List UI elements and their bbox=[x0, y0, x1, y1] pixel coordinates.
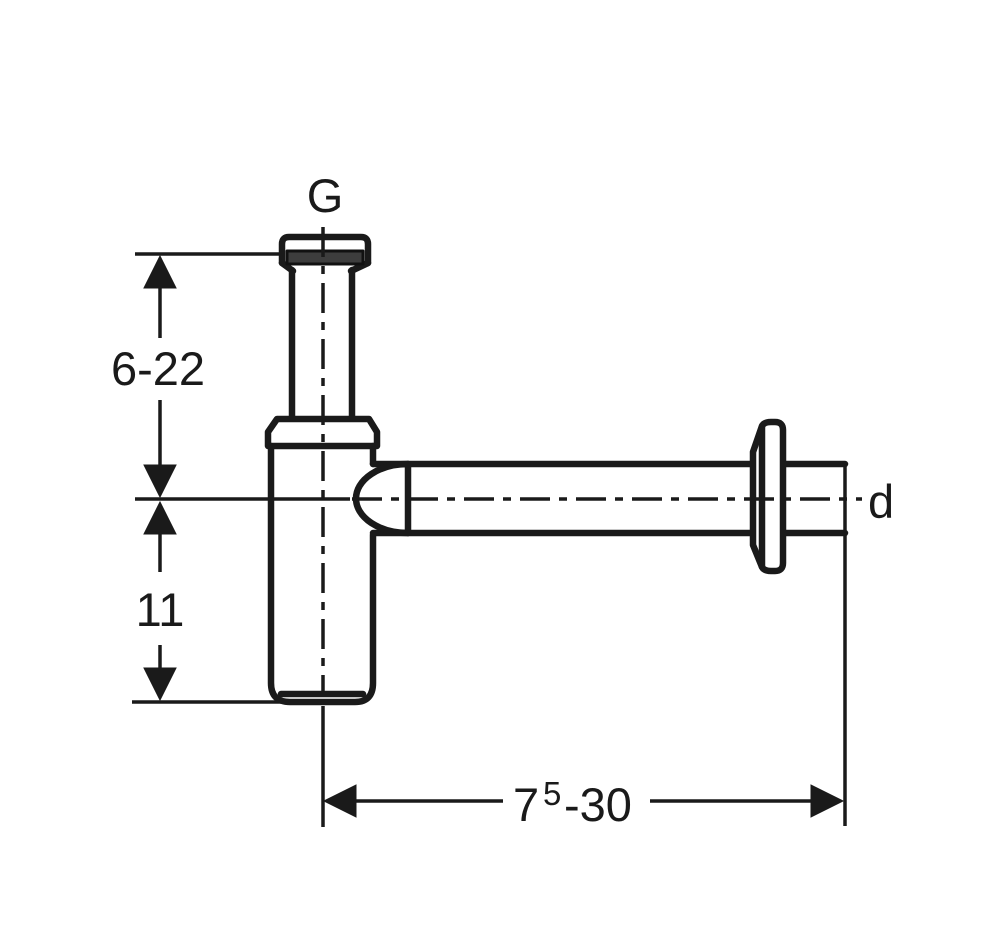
arrowhead-right bbox=[810, 784, 845, 818]
outlet-pipe bbox=[352, 460, 849, 537]
fixture-outline bbox=[264, 233, 849, 706]
label-projection-suffix: -30 bbox=[564, 778, 632, 831]
cap-gasket bbox=[285, 249, 365, 266]
label-top-connection: G bbox=[307, 169, 344, 222]
pipe-cap bbox=[278, 233, 372, 275]
inlet-pipe bbox=[288, 266, 356, 423]
body-left-bottom-right bbox=[267, 442, 377, 706]
cap-outline bbox=[278, 233, 372, 267]
wall-rosette bbox=[749, 418, 787, 575]
label-outlet-diameter: d bbox=[868, 475, 894, 528]
label-height-range: 6-22 bbox=[111, 342, 205, 395]
dimension-projection bbox=[321, 464, 847, 827]
label-projection-superscript: 5 bbox=[543, 775, 561, 812]
label-projection: 7 5 -30 bbox=[513, 775, 632, 831]
centerlines bbox=[135, 227, 862, 697]
arrowhead-up-top bbox=[143, 254, 177, 289]
dimension-body-depth bbox=[132, 500, 300, 704]
arrowhead-up-mid bbox=[143, 500, 177, 535]
label-projection-prefix: 7 bbox=[513, 778, 539, 831]
arrowhead-down-bottom bbox=[143, 667, 177, 702]
dimension-height-range bbox=[135, 252, 281, 499]
rosette-outline bbox=[749, 418, 787, 575]
arrowhead-left bbox=[322, 784, 357, 818]
label-body-depth: 11 bbox=[136, 583, 185, 636]
arrowhead-down-mid bbox=[143, 464, 177, 499]
